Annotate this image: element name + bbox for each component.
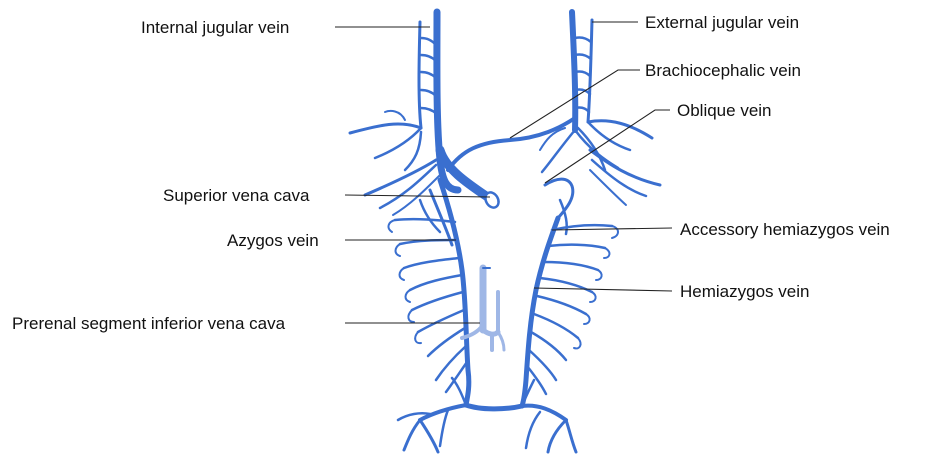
oblique-vessel	[545, 179, 573, 218]
hemiazygos-vessel	[522, 200, 618, 406]
label-external-jugular: External jugular vein	[645, 13, 799, 32]
brachiocephalic-vessel	[448, 118, 575, 170]
azygos-vessel	[388, 180, 468, 405]
label-superior-vena-cava: Superior vena cava	[163, 186, 310, 205]
leader-lines	[335, 22, 672, 323]
right-jugular-vein	[572, 12, 592, 130]
iliac-junction-vessel	[398, 378, 576, 452]
leader-hemiazygos	[534, 288, 672, 291]
label-accessory-hemiazygos: Accessory hemiazygos vein	[680, 220, 890, 239]
label-prerenal-ivc: Prerenal segment inferior vena cava	[12, 314, 286, 333]
label-hemiazygos: Hemiazygos vein	[680, 282, 809, 301]
left-upper-branches	[350, 111, 440, 215]
vein-drawing	[350, 12, 660, 452]
label-oblique: Oblique vein	[677, 101, 772, 120]
leader-accessory-hemiazygos	[552, 228, 672, 230]
right-upper-branches	[540, 121, 660, 205]
label-brachiocephalic: Brachiocephalic vein	[645, 61, 801, 80]
label-azygos: Azygos vein	[227, 231, 319, 250]
label-internal-jugular: Internal jugular vein	[141, 18, 289, 37]
prerenal-ivc-vessel	[462, 268, 504, 350]
